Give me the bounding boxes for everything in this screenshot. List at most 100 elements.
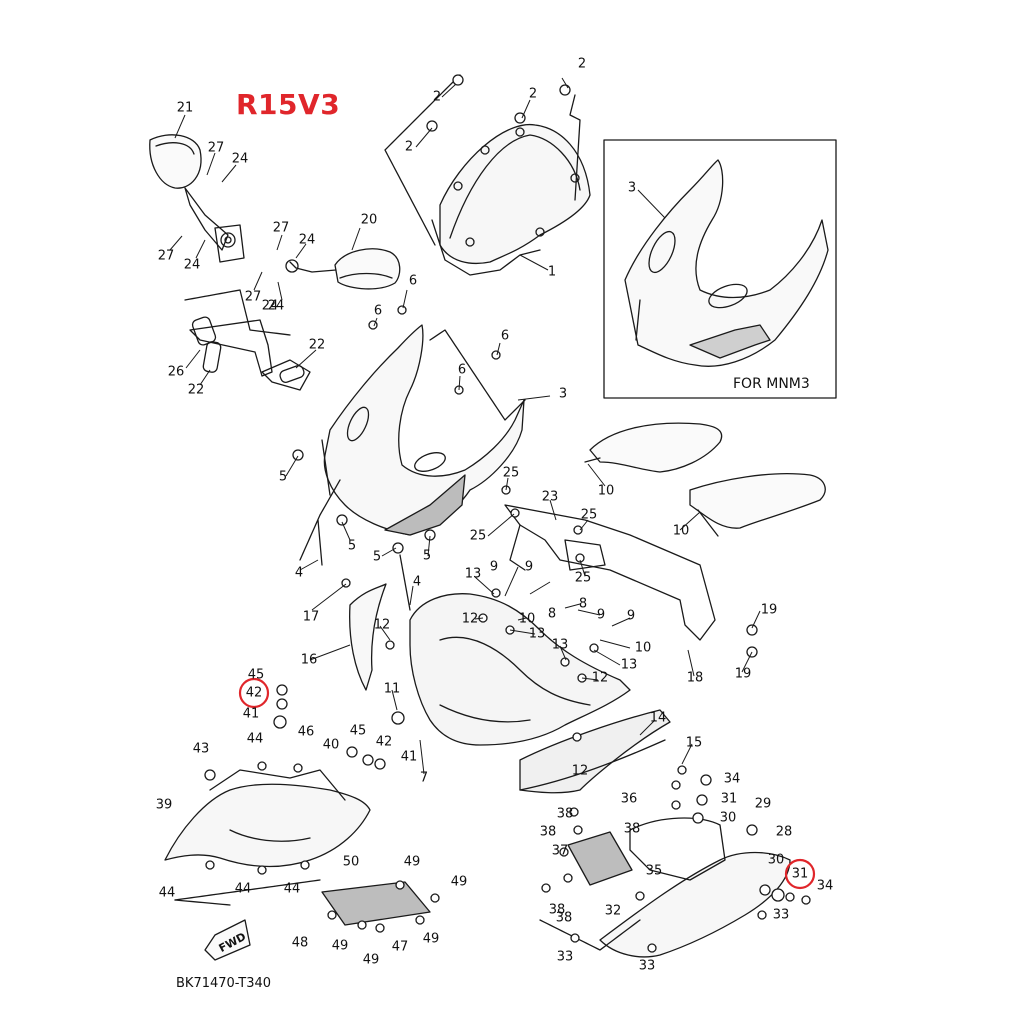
callout-49: 49 [362,952,380,968]
callout-42: 42 [375,734,393,750]
callout-13: 13 [464,566,482,582]
callout-38: 38 [539,824,557,840]
callout-2: 2 [404,139,414,155]
callout-27: 27 [272,220,290,236]
callout-13: 13 [528,626,546,642]
callout-8: 8 [547,606,557,622]
callout-24: 24 [231,151,249,167]
callout-2: 2 [528,86,538,102]
callout-22: 22 [187,382,205,398]
highlight-circle-31 [784,858,816,890]
callout-38: 38 [623,821,641,837]
callout-33: 33 [638,958,656,974]
callout-25: 25 [469,528,487,544]
callout-27: 27 [244,289,262,305]
callout-28: 28 [775,824,793,840]
callout-9: 9 [524,559,534,575]
mesh-net-left [321,881,431,926]
callout-3: 3 [627,180,637,196]
windscreen [431,124,591,276]
callout-4: 4 [412,574,422,590]
callout-17: 17 [302,609,320,625]
callout-49: 49 [450,874,468,890]
upper-cowling [321,324,525,536]
highlight-circle-42 [238,677,270,709]
callout-14: 14 [649,710,667,726]
callout-20: 20 [360,212,378,228]
callout-44: 44 [234,881,252,897]
callout-24: 24 [261,298,279,314]
callout-25: 25 [502,465,520,481]
callout-44: 44 [158,885,176,901]
callout-30: 30 [719,810,737,826]
callout-48: 48 [291,935,309,951]
callout-18: 18 [686,670,704,686]
callout-34: 34 [816,878,834,894]
callout-45: 45 [247,667,265,683]
callout-11: 11 [383,681,401,697]
headlight-stay [504,504,716,641]
right-mirror [285,248,401,290]
callout-2: 2 [577,56,587,72]
fwd-arrow [204,919,251,961]
callout-2: 2 [432,89,442,105]
callout-12: 12 [373,617,391,633]
callout-24: 24 [183,257,201,273]
callout-38: 38 [556,806,574,822]
callout-42: 42 [245,685,263,701]
callout-5: 5 [347,538,357,554]
left-mirror [149,134,245,263]
callout-49: 49 [403,854,421,870]
callout-9: 9 [596,607,606,623]
callout-30: 30 [767,852,785,868]
mirror-stay [189,316,311,391]
callout-10: 10 [672,523,690,539]
callout-6: 6 [500,328,510,344]
inset-caption: FOR MNM3 [733,376,810,392]
callout-10: 10 [634,640,652,656]
callout-49: 49 [331,938,349,954]
callout-5: 5 [278,469,288,485]
callout-13: 13 [551,637,569,653]
callout-5: 5 [372,549,382,565]
callout-31: 31 [720,791,738,807]
callout-41: 41 [400,749,418,765]
callout-12: 12 [461,611,479,627]
callout-21: 21 [176,100,194,116]
callout-32: 32 [604,903,622,919]
diagram-code: BK71470-T340 [176,976,272,991]
callout-1: 1 [547,264,557,280]
callout-43: 43 [192,741,210,757]
callout-13: 13 [620,657,638,673]
callout-19: 19 [760,602,778,618]
callout-26: 26 [167,364,185,380]
callout-23: 23 [541,489,559,505]
callout-25: 25 [580,507,598,523]
mesh-net-right [567,831,633,886]
callout-39: 39 [155,797,173,813]
callout-6: 6 [457,362,467,378]
callout-7: 7 [419,770,429,786]
callout-6: 6 [373,303,383,319]
callout-27: 27 [157,248,175,264]
callout-45: 45 [349,723,367,739]
lower-front-fairing [409,593,671,794]
callout-29: 29 [754,796,772,812]
callout-47: 47 [391,939,409,955]
callout-36: 36 [620,791,638,807]
callout-4: 4 [294,565,304,581]
callout-33: 33 [556,949,574,965]
callout-33: 33 [772,907,790,923]
callout-3: 3 [558,386,568,402]
callout-40: 40 [322,737,340,753]
callout-6: 6 [408,273,418,289]
callout-49: 49 [422,931,440,947]
callout-24: 24 [267,298,285,314]
callout-31: 31 [791,866,809,882]
callout-46: 46 [297,724,315,740]
callout-37: 37 [551,843,569,859]
callout-38: 38 [555,910,573,926]
callout-10: 10 [518,611,536,627]
callout-38: 38 [548,902,566,918]
callout-15: 15 [685,735,703,751]
